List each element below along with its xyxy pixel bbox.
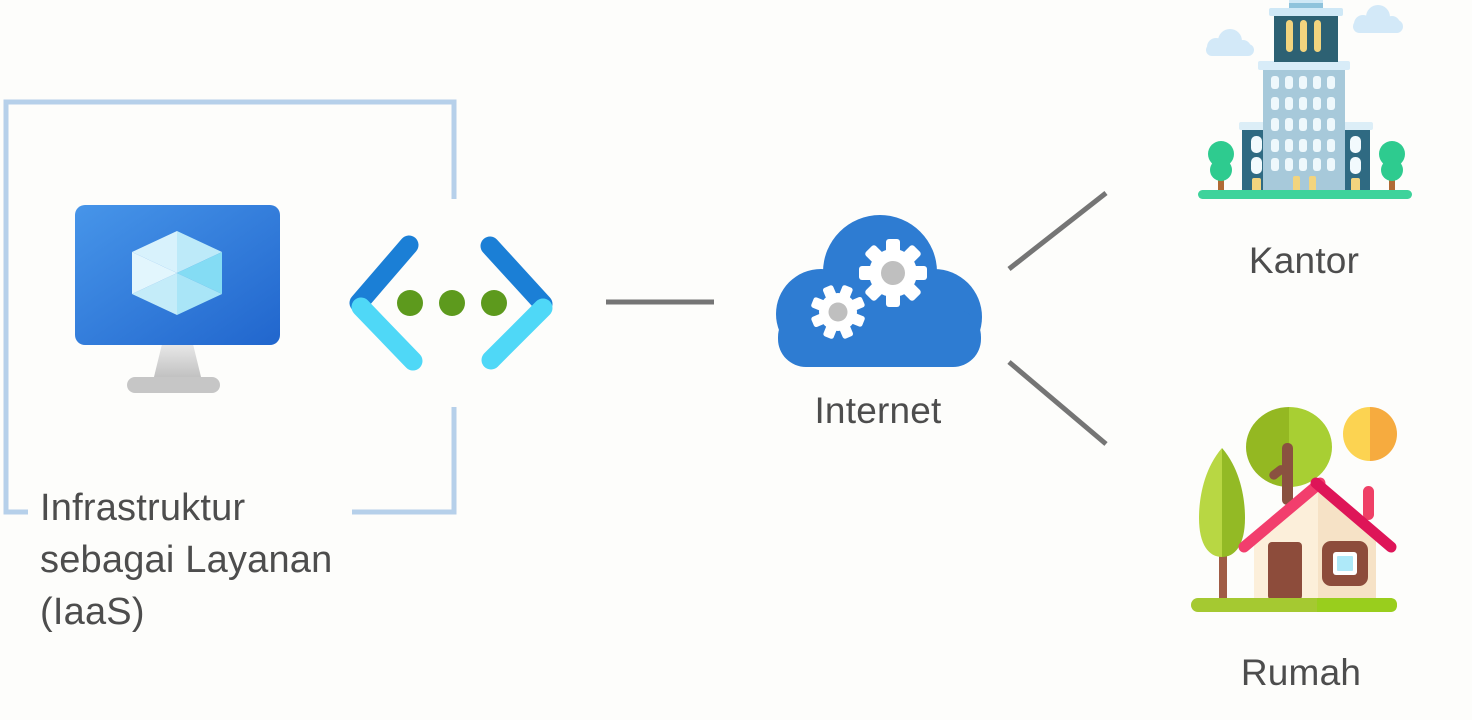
dot-3: [481, 290, 507, 316]
house-grass: [1191, 598, 1397, 612]
iaas-label: Infrastruktur sebagai Layanan (IaaS): [40, 487, 333, 633]
frame-bottom-right-bracket: [352, 407, 457, 515]
house-small-tree: [1199, 448, 1245, 602]
internet-label: Internet: [814, 390, 942, 431]
cloud-with-gears-icon: [776, 215, 982, 367]
office-building-icon: [1198, 0, 1412, 199]
office-label: Kantor: [1248, 240, 1360, 281]
connector-lines: [606, 191, 1108, 446]
monitor-stand-neck: [153, 340, 202, 381]
cloud-decoration-right: [1353, 5, 1403, 33]
home-label: Rumah: [1240, 652, 1362, 693]
cube-icon: [132, 231, 222, 315]
dot-2: [439, 290, 465, 316]
right-bracket-upper-arm: [480, 236, 553, 314]
house-door: [1268, 542, 1302, 600]
house-chimney: [1363, 486, 1374, 520]
left-bracket-lower-arm: [351, 297, 423, 371]
house-icon: [1191, 407, 1397, 612]
building-grass: [1198, 190, 1412, 199]
virtual-machine-monitor-icon: [75, 205, 280, 393]
frame-top-left-bracket: [3, 99, 457, 515]
iaas-group-frame: [3, 99, 457, 515]
roof-right: [1310, 477, 1397, 553]
gear-icon-small: [811, 285, 865, 339]
right-bracket-lower-arm: [481, 298, 553, 370]
monitor-stand-base: [127, 377, 220, 393]
gear-icon-large: [859, 239, 927, 307]
dot-1: [397, 290, 423, 316]
tree-right: [1379, 141, 1405, 193]
roof-left: [1238, 477, 1326, 553]
gear-center-large: [881, 261, 905, 285]
gear-center-small: [828, 302, 848, 322]
sun-icon: [1343, 407, 1397, 461]
building-wing-right: [1339, 122, 1373, 192]
code-brackets-icon: [349, 235, 553, 371]
left-bracket-upper-arm: [349, 235, 419, 313]
house-big-tree: [1246, 407, 1332, 505]
connector-cloud-to-home: [1007, 360, 1108, 446]
house-window: [1322, 541, 1368, 586]
tree-left: [1208, 141, 1234, 193]
building-top-tier: [1269, 0, 1343, 62]
building-windows: [1271, 76, 1335, 192]
connector-cloud-to-office: [1007, 191, 1108, 271]
cloud-decoration-left: [1206, 29, 1254, 56]
